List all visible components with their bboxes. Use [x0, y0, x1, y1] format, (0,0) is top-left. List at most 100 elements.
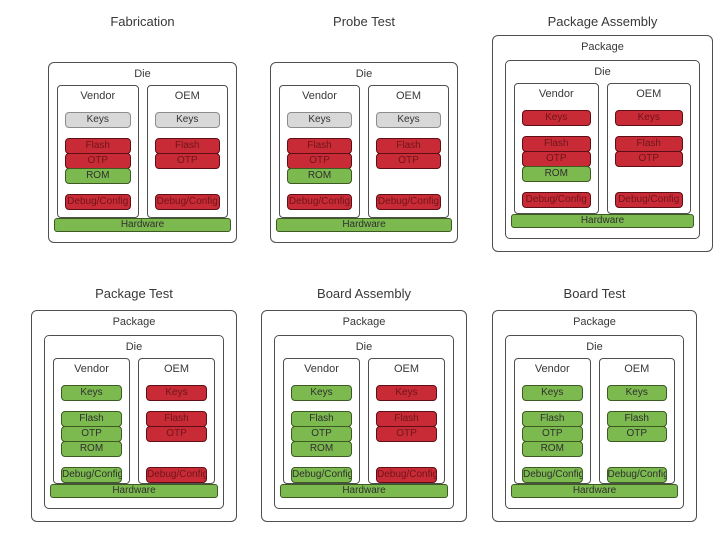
keys-block: Keys	[614, 110, 683, 126]
column-label: Vendor	[80, 90, 116, 102]
otp-block: OTP	[376, 153, 441, 169]
die-label: Die	[594, 66, 611, 78]
flash-block: Flash	[291, 411, 352, 427]
debug-config-block: Debug/Config	[61, 467, 122, 483]
debug-config-block: Debug/Config	[291, 467, 352, 483]
flash-block: Flash	[376, 411, 437, 427]
die-label: Die	[355, 68, 373, 80]
flash-block: Flash	[61, 411, 122, 427]
debug-config-block: Debug/Config	[376, 467, 437, 483]
stage-title: Probe Test	[333, 14, 395, 29]
debug-config-block: Debug/Config	[522, 192, 591, 208]
keys-block: Keys	[146, 385, 207, 401]
column-label: OEM	[163, 363, 190, 375]
flash-block: Flash	[614, 136, 683, 152]
debug-config-block: Debug/Config	[287, 194, 352, 210]
rom-block: ROM	[522, 166, 591, 182]
rom-block: ROM	[61, 441, 122, 457]
stage-title: Fabrication	[110, 14, 175, 29]
hardware-block: Hardware	[54, 218, 231, 232]
otp-block: OTP	[291, 426, 352, 442]
otp-block: OTP	[146, 426, 207, 442]
debug-config-block: Debug/Config	[606, 467, 667, 483]
column-label: Vendor	[538, 88, 574, 100]
keys-block: Keys	[522, 110, 591, 126]
die-label: Die	[355, 341, 373, 353]
hardware-block: Hardware	[511, 214, 694, 228]
keys-block: Keys	[65, 112, 131, 128]
otp-block: OTP	[606, 426, 667, 442]
flash-block: Flash	[376, 138, 441, 154]
otp-block: OTP	[287, 153, 352, 169]
debug-config-block: Debug/Config	[614, 192, 683, 208]
column-label: Vendor	[302, 90, 337, 102]
debug-config-block: Debug/Config	[154, 194, 220, 210]
debug-config-block: Debug/Config	[522, 467, 583, 483]
otp-block: OTP	[614, 151, 683, 167]
keys-block: Keys	[154, 112, 220, 128]
column-label: OEM	[395, 90, 422, 102]
stage-title: Package Assembly	[547, 14, 658, 29]
flash-block: Flash	[522, 136, 591, 152]
column-label: OEM	[624, 363, 650, 375]
keys-block: Keys	[291, 385, 352, 401]
keys-block: Keys	[522, 385, 583, 401]
keys-block: Keys	[287, 112, 352, 128]
column-label: OEM	[636, 88, 662, 100]
column-label: Vendor	[74, 363, 109, 375]
rom-block: ROM	[65, 168, 131, 184]
die-label: Die	[125, 341, 143, 353]
otp-block: OTP	[65, 153, 131, 169]
package-label: Package	[573, 316, 616, 328]
hardware-block: Hardware	[280, 484, 448, 498]
flash-block: Flash	[522, 411, 583, 427]
column-label: Vendor	[304, 363, 339, 375]
column-label: Vendor	[534, 363, 570, 375]
rom-block: ROM	[291, 441, 352, 457]
otp-block: OTP	[61, 426, 122, 442]
rom-block: ROM	[287, 168, 352, 184]
package-label: Package	[581, 41, 624, 53]
flash-block: Flash	[146, 411, 207, 427]
keys-block: Keys	[61, 385, 122, 401]
debug-config-block: Debug/Config	[376, 194, 441, 210]
rom-block: ROM	[522, 441, 583, 457]
